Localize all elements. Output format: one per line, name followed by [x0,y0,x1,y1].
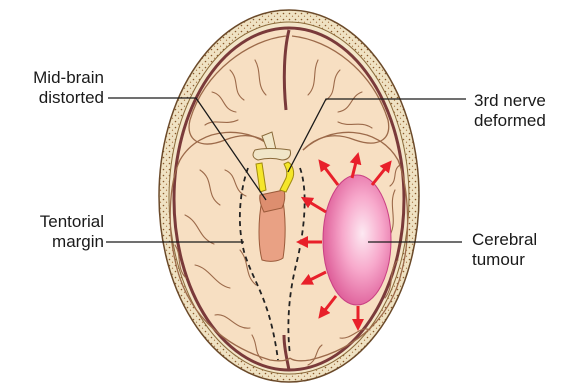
label-tentorial-margin: Tentorial margin [40,212,104,252]
label-cerebral-tumour: Cerebral tumour [472,230,537,270]
optic-chiasm [253,149,290,161]
label-third-nerve-deformed: 3rd nerve deformed [474,91,546,131]
label-midbrain-distorted: Mid-brain distorted [33,68,104,108]
cerebral-tumour [323,175,391,305]
